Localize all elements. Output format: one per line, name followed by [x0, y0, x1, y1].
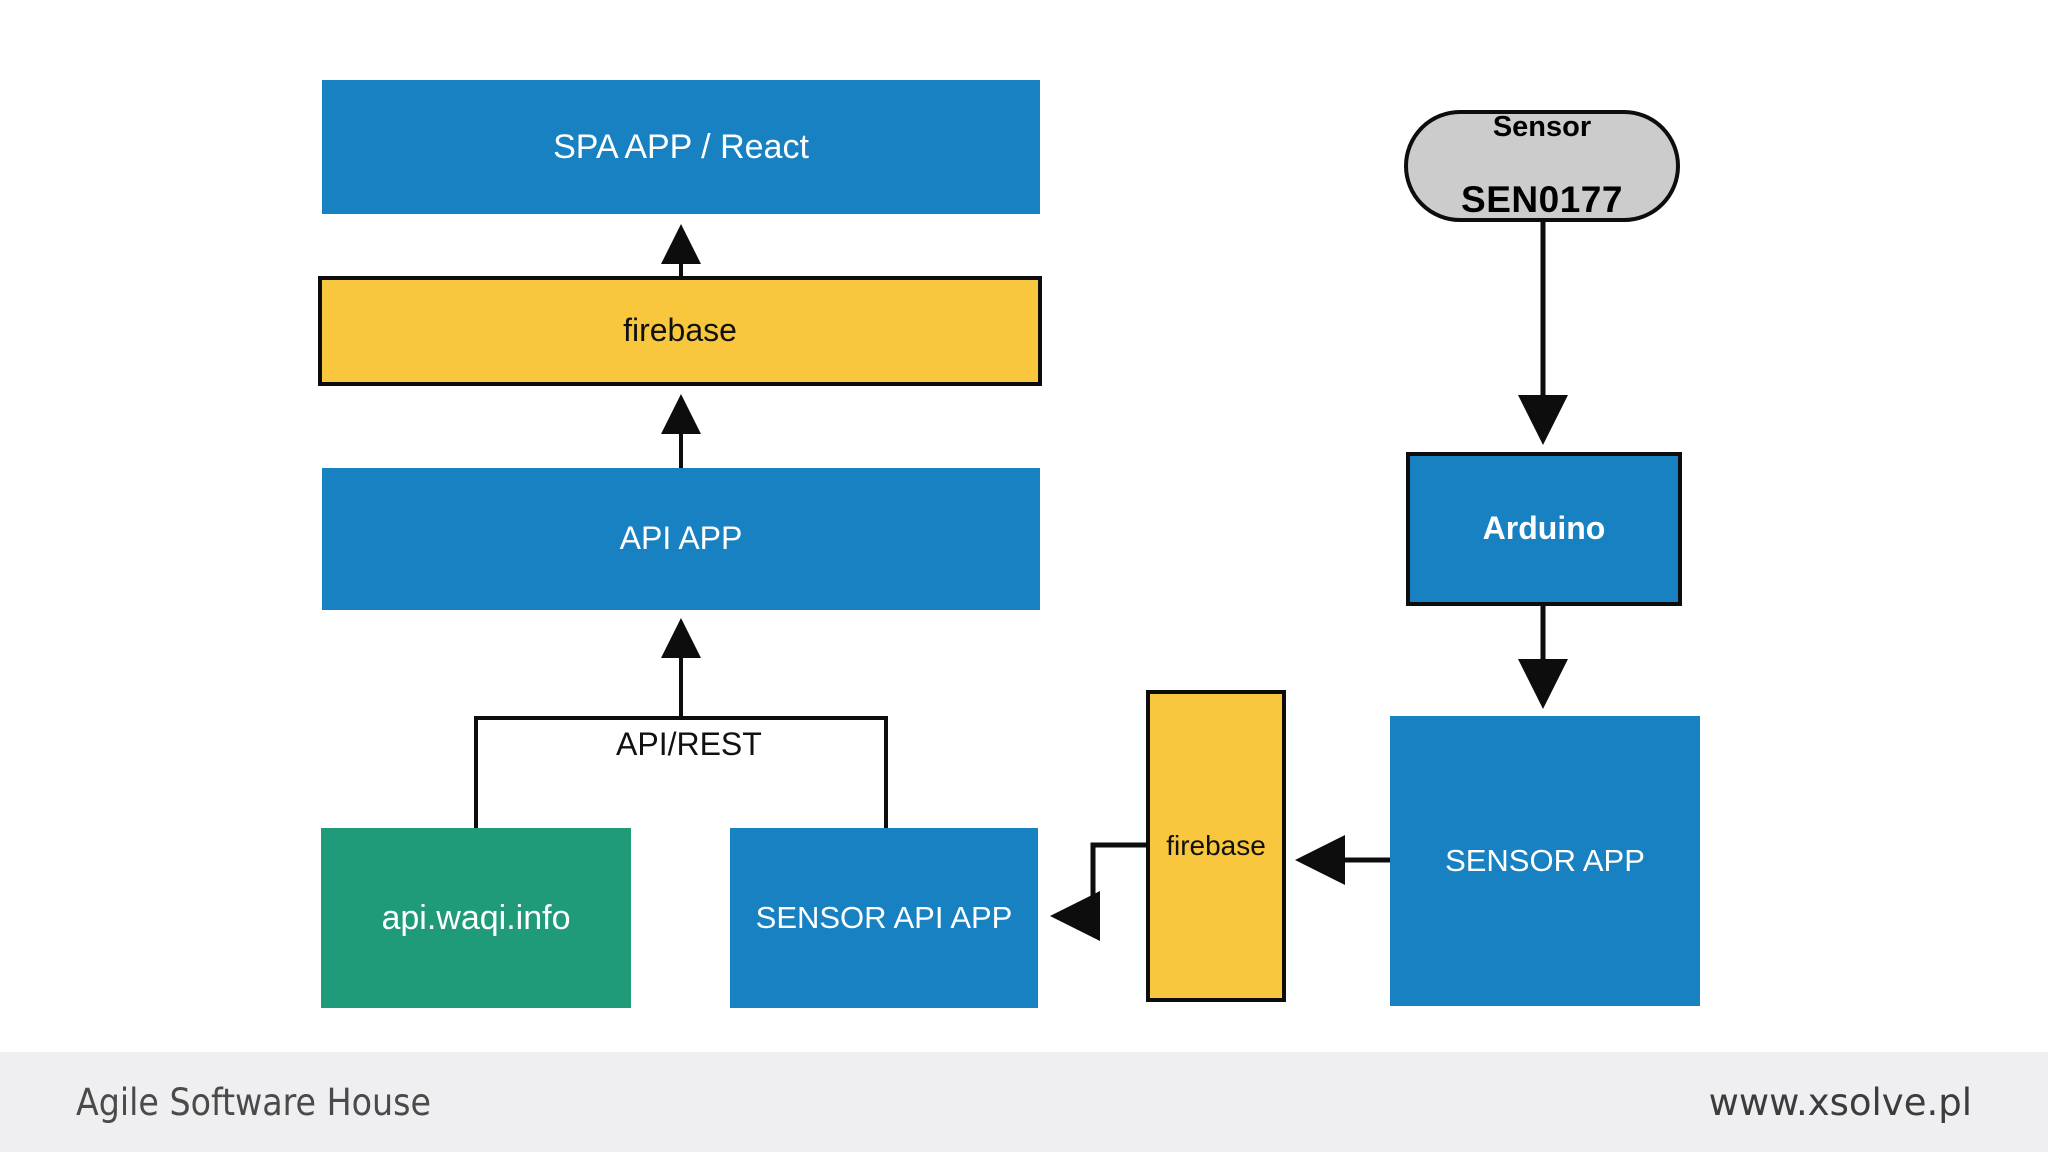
footer-website-url: www.xsolve.pl: [1708, 1080, 1972, 1124]
node-sensor-sen0177[interactable]: Sensor SEN0177: [1404, 110, 1680, 222]
node-firebase-web[interactable]: firebase: [318, 276, 1042, 386]
node-sensor-app[interactable]: SENSOR APP: [1390, 716, 1700, 1006]
footer-bar: Agile Software House www.xsolve.pl: [0, 1052, 2048, 1152]
sensor-device-kind: Sensor: [1492, 110, 1592, 143]
node-sensor-api-app[interactable]: SENSOR API APP: [730, 828, 1038, 1008]
sensor-device-model: SEN0177: [1461, 179, 1623, 221]
footer-company-name: Agile Software House: [76, 1080, 431, 1124]
edge-firebase-iot-to-sensor-api: [1050, 842, 1146, 941]
node-firebase-iot[interactable]: firebase: [1146, 690, 1286, 1002]
edge-label-api-rest: API/REST: [606, 726, 772, 763]
node-spa-app[interactable]: SPA APP / React: [322, 80, 1040, 214]
node-api-app[interactable]: API APP: [322, 468, 1040, 610]
edge-branch-to-api-app: [474, 618, 888, 828]
node-arduino[interactable]: Arduino: [1406, 452, 1682, 606]
node-api-waqi-info[interactable]: api.waqi.info: [321, 828, 631, 1008]
